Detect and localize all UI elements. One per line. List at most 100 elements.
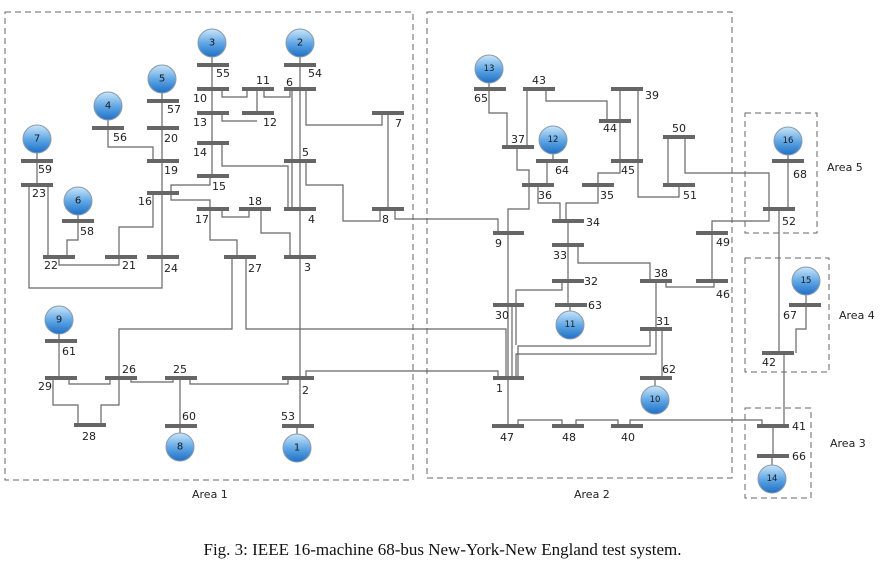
transmission-line — [66, 221, 79, 257]
generator-4[interactable]: 4 — [93, 91, 123, 128]
bus-10[interactable]: 10 — [193, 87, 229, 105]
bus-34[interactable]: 34 — [552, 216, 600, 229]
generator-icon[interactable] — [22, 124, 52, 154]
bus-51[interactable]: 51 — [663, 183, 697, 202]
bus-1[interactable]: 1 — [493, 376, 524, 395]
generator-icon[interactable] — [282, 433, 312, 463]
bus-6[interactable]: 6 — [284, 76, 316, 91]
bus-32[interactable]: 32 — [552, 275, 598, 288]
bus-55[interactable]: 55 — [197, 63, 230, 80]
bus-63[interactable]: 63 — [555, 299, 602, 312]
bus-62[interactable]: 62 — [640, 363, 676, 380]
bus-16[interactable]: 16 — [138, 191, 179, 208]
bus-60[interactable]: 60 — [165, 410, 197, 428]
generator-14[interactable]: 14 — [757, 456, 787, 494]
bus-8[interactable]: 8 — [372, 207, 404, 226]
generator-7[interactable]: 7 — [22, 124, 52, 161]
bus-5[interactable]: 5 — [284, 146, 316, 163]
generator-2[interactable]: 2 — [285, 28, 315, 65]
generator-icon[interactable] — [555, 310, 585, 340]
transmission-line — [711, 209, 770, 233]
generator-8[interactable]: 8 — [165, 426, 195, 462]
bus-38[interactable]: 38 — [640, 267, 672, 283]
bus-24[interactable]: 24 — [147, 255, 179, 275]
generator-icon[interactable] — [474, 54, 504, 84]
bus-13[interactable]: 13 — [193, 111, 229, 129]
bus-64[interactable]: 64 — [536, 159, 569, 177]
bus-19[interactable]: 19 — [147, 159, 179, 177]
bus-2[interactable]: 2 — [282, 376, 314, 397]
bus-49[interactable]: 49 — [696, 231, 730, 249]
bus-42[interactable]: 42 — [762, 351, 794, 369]
bus-17[interactable]: 17 — [195, 207, 229, 226]
generator-icon[interactable] — [791, 266, 821, 296]
bus-18[interactable]: 18 — [239, 195, 271, 211]
bus-29[interactable]: 29 — [38, 376, 77, 393]
bus-57[interactable]: 57 — [147, 99, 181, 116]
bus-25[interactable]: 25 — [165, 363, 197, 380]
bus-27[interactable]: 27 — [224, 255, 262, 275]
bus-67[interactable]: 67 — [783, 303, 821, 322]
bus-44[interactable]: 44 — [599, 119, 631, 135]
generator-6[interactable]: 6 — [63, 186, 93, 221]
generator-icon[interactable] — [93, 91, 123, 121]
bus-47[interactable]: 47 — [492, 424, 524, 444]
bus-20[interactable]: 20 — [147, 126, 179, 145]
bus-4[interactable]: 4 — [284, 207, 316, 226]
generator-icon[interactable] — [757, 464, 787, 494]
bus-15[interactable]: 15 — [197, 174, 229, 193]
bus-14[interactable]: 14 — [193, 141, 229, 159]
bus-3[interactable]: 3 — [284, 255, 316, 274]
bus-37[interactable]: 37 — [502, 133, 534, 149]
generator-12[interactable]: 12 — [538, 125, 568, 161]
bus-50[interactable]: 50 — [663, 122, 695, 139]
bus-26[interactable]: 26 — [105, 363, 137, 380]
generator-icon[interactable] — [640, 385, 670, 415]
bus-39[interactable]: 39 — [611, 87, 659, 102]
bus-61[interactable]: 61 — [45, 339, 77, 358]
generator-11[interactable]: 11 — [555, 305, 585, 340]
bus-43[interactable]: 43 — [523, 74, 555, 91]
generator-10[interactable]: 10 — [640, 378, 670, 415]
generator-16[interactable]: 16 — [773, 126, 803, 161]
bus-23[interactable]: 23 — [21, 183, 53, 200]
bus-7[interactable]: 7 — [372, 111, 404, 130]
bus-45[interactable]: 45 — [611, 159, 643, 177]
generator-9[interactable]: 9 — [44, 305, 74, 341]
bus-21[interactable]: 21 — [105, 255, 137, 272]
generator-15[interactable]: 15 — [791, 266, 821, 305]
generator-5[interactable]: 5 — [147, 64, 177, 101]
transmission-line — [577, 245, 651, 281]
generator-icon[interactable] — [197, 28, 227, 58]
generator-icon[interactable] — [165, 432, 195, 462]
bus-9[interactable]: 9 — [493, 231, 524, 250]
generator-icon[interactable] — [63, 186, 93, 216]
generator-13[interactable]: 13 — [474, 54, 504, 89]
generator-icon[interactable] — [773, 126, 803, 156]
bus-31[interactable]: 31 — [640, 315, 672, 331]
generator-icon[interactable] — [44, 305, 74, 335]
bus-30[interactable]: 30 — [493, 303, 524, 322]
bus-48[interactable]: 48 — [552, 424, 584, 444]
bus-33[interactable]: 33 — [552, 243, 584, 262]
bus-66[interactable]: 66 — [757, 450, 806, 463]
generator-3[interactable]: 3 — [197, 28, 227, 65]
bus-65[interactable]: 65 — [474, 87, 506, 105]
bus-12[interactable]: 12 — [242, 111, 277, 129]
bus-68[interactable]: 68 — [772, 159, 807, 181]
generator-icon[interactable] — [285, 28, 315, 58]
bus-11[interactable]: 11 — [242, 74, 274, 91]
bus-28[interactable]: 28 — [74, 423, 106, 443]
bus-36[interactable]: 36 — [522, 183, 554, 202]
bus-52[interactable]: 52 — [763, 207, 796, 228]
bus-35[interactable]: 35 — [582, 183, 614, 202]
generator-icon[interactable] — [147, 64, 177, 94]
bus-40[interactable]: 40 — [611, 424, 643, 444]
generator-1[interactable]: 1 — [282, 426, 312, 463]
bus-56[interactable]: 56 — [92, 126, 127, 144]
bus-46[interactable]: 46 — [696, 279, 730, 301]
bus-41[interactable]: 41 — [757, 420, 806, 433]
bus-53[interactable]: 53 — [281, 410, 314, 428]
generator-icon[interactable] — [538, 125, 568, 155]
bus-22[interactable]: 22 — [43, 255, 75, 272]
